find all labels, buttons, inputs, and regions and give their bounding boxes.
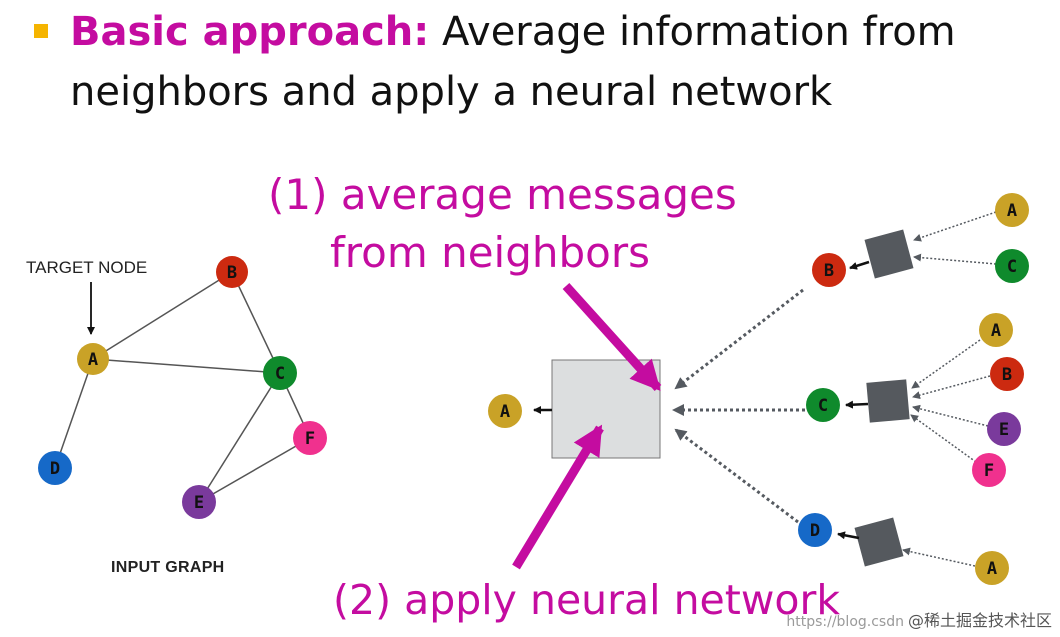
comp-node-a-target: A bbox=[488, 394, 522, 428]
box-b-out-arrow bbox=[849, 260, 870, 270]
comp-l2-node-e: E bbox=[987, 412, 1021, 446]
headline-text: Basic approach: Average information from… bbox=[70, 2, 1040, 122]
graph-node-f-label: F bbox=[305, 429, 315, 449]
annotation-arrow-average bbox=[562, 282, 662, 392]
graph-node-d: D bbox=[38, 451, 72, 485]
headline-lead: Basic approach: bbox=[70, 9, 430, 55]
graph-node-f: F bbox=[293, 421, 327, 455]
graph-node-e-label: E bbox=[194, 493, 204, 513]
l2-arrow-c-e bbox=[912, 404, 989, 427]
annotation-average-line1: (1) average messages bbox=[268, 170, 737, 219]
comp-l2-node-f: F bbox=[972, 453, 1006, 487]
small-box-c bbox=[866, 379, 910, 423]
comp-l2-node-a-2-label: A bbox=[991, 321, 1001, 341]
edge-b-c bbox=[231, 271, 281, 374]
target-node-label: TARGET NODE bbox=[26, 258, 148, 277]
graph-node-a-label: A bbox=[88, 350, 98, 370]
l2-arrow-c-a bbox=[911, 339, 981, 389]
comp-l2-node-a-3: A bbox=[975, 551, 1009, 585]
comp-node-d: D bbox=[798, 513, 832, 547]
comp-l2-node-a-1-label: A bbox=[1007, 201, 1017, 221]
edge-e-f bbox=[198, 437, 311, 503]
edge-a-b bbox=[92, 271, 233, 360]
graph-node-b-label: B bbox=[227, 263, 237, 283]
comp-node-a-target-label: A bbox=[500, 402, 510, 422]
annotation-apply: (2) apply neural network bbox=[333, 576, 841, 624]
edge-c-e bbox=[198, 372, 281, 503]
annotation-average-line2: from neighbors bbox=[330, 228, 651, 277]
comp-l2-node-a-1: A bbox=[995, 193, 1029, 227]
input-graph: A B C D E F bbox=[38, 256, 327, 519]
comp-l2-node-b-label: B bbox=[1002, 365, 1012, 385]
watermark-url: https://blog.csdn bbox=[786, 614, 904, 630]
comp-node-b-label: B bbox=[824, 261, 834, 281]
l2-arrow-c-b bbox=[912, 375, 991, 400]
comp-l2-node-a-3-label: A bbox=[987, 559, 997, 579]
box-d-out-arrow bbox=[837, 531, 860, 540]
message-arrow-d bbox=[674, 428, 799, 524]
small-box-d bbox=[854, 517, 904, 567]
watermark-brand: @稀土掘金技术社区 bbox=[907, 611, 1052, 630]
graph-node-a: A bbox=[77, 343, 109, 375]
comp-l2-node-c: C bbox=[995, 249, 1029, 283]
comp-node-c: C bbox=[806, 388, 840, 422]
graph-node-c: C bbox=[263, 356, 297, 390]
watermark: https://blog.csdn@稀土掘金技术社区 bbox=[786, 607, 1052, 631]
l2-arrow-b-c bbox=[913, 253, 997, 265]
headline-rest: Average information from neighbors and a… bbox=[70, 9, 956, 115]
graph-node-c-label: C bbox=[275, 364, 285, 384]
computation-graph: A B C D A C A B bbox=[488, 193, 1029, 585]
l2-arrow-d-a bbox=[902, 547, 976, 567]
comp-l2-node-c-label: C bbox=[1007, 257, 1017, 277]
edge-a-d bbox=[54, 358, 94, 469]
bullet-icon bbox=[34, 24, 48, 38]
comp-l2-node-b: B bbox=[990, 357, 1024, 391]
annotation-arrow-apply bbox=[512, 424, 604, 570]
message-arrow-b bbox=[674, 288, 804, 390]
input-graph-caption: INPUT GRAPH bbox=[111, 559, 225, 576]
graph-node-e: E bbox=[182, 485, 216, 519]
edge-a-c bbox=[92, 358, 281, 374]
comp-l2-node-f-label: F bbox=[984, 461, 994, 481]
comp-l2-node-a-2: A bbox=[979, 313, 1013, 347]
small-box-b bbox=[864, 229, 914, 279]
l2-arrow-c-f bbox=[910, 414, 977, 463]
box-c-out-arrow bbox=[845, 400, 869, 409]
comp-node-c-label: C bbox=[818, 396, 828, 416]
comp-node-b: B bbox=[812, 253, 846, 287]
comp-l2-node-e-label: E bbox=[999, 420, 1009, 440]
l2-arrow-b-a bbox=[913, 211, 997, 242]
graph-node-d-label: D bbox=[50, 459, 60, 479]
graph-node-b: B bbox=[216, 256, 248, 288]
comp-node-d-label: D bbox=[810, 521, 820, 541]
